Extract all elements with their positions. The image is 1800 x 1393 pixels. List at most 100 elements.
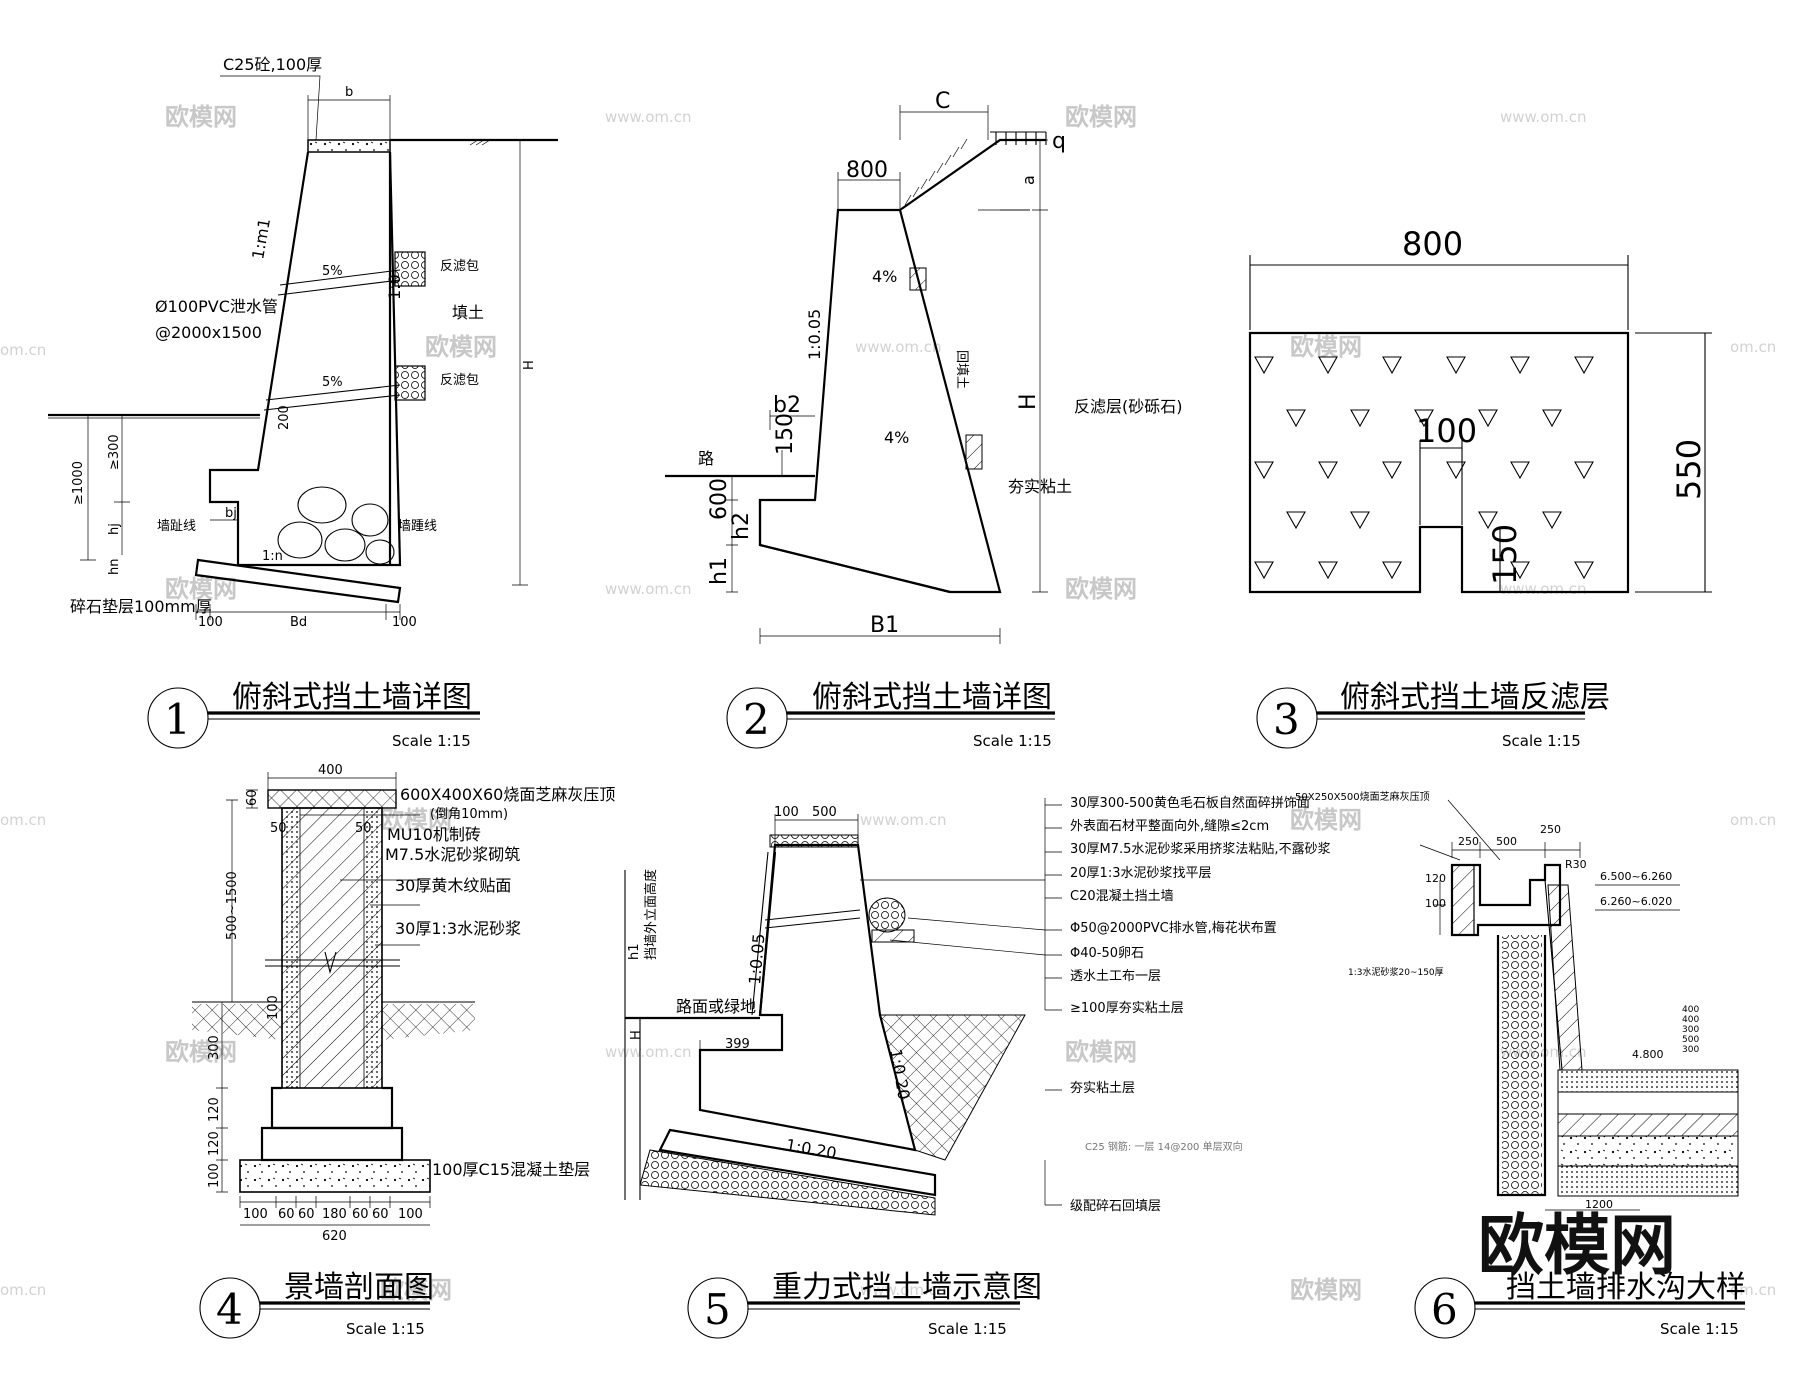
detail-3-filter-layer: 800 550 100 150 (1248, 225, 1712, 594)
detail-number-circle (1414, 1277, 1476, 1339)
triangle-mark (1574, 356, 1594, 375)
label-base: 100厚C15混凝土垫层 (432, 1160, 590, 1179)
label-pipe-spacing: @2000x1500 (155, 323, 262, 342)
label-width: 800 (1402, 225, 1463, 263)
detail-title: 俯斜式挡土墙详图 (232, 680, 472, 715)
label-r30: R30 (1565, 858, 1587, 871)
label-hn: hn (107, 559, 122, 575)
detail-title: 挡土墙排水沟大样 (1506, 1270, 1746, 1305)
title-block-4: 4 景墙剖面图 Scale 1:15 (199, 1270, 434, 1339)
dim-label: 100 (243, 1207, 268, 1222)
note: 20厚1:3水泥砂浆找平层 (1070, 866, 1211, 881)
label-total: 620 (322, 1229, 347, 1244)
layer-label: 300 (1682, 1045, 1699, 1055)
label-elev-2: 6.260~6.020 (1600, 895, 1672, 908)
layer-labels: 400 400 300 500 300 (1682, 1005, 1699, 1055)
label-backfill: 回填土 (954, 350, 969, 389)
detail-number: 4 (216, 1285, 243, 1334)
label-m2: 1:0 (385, 274, 404, 300)
detail-scale: Scale 1:15 (392, 732, 471, 750)
triangle-mark (1254, 461, 1274, 480)
label-b2: b2 (773, 393, 801, 418)
title-block-2: 2 俯斜式挡土墙详图 Scale 1:15 (726, 680, 1055, 750)
label-bj: bj (225, 506, 237, 521)
label-road: 路面或绿地 (676, 997, 756, 1016)
label-H: H (629, 1030, 644, 1040)
rubble-stones (277, 486, 395, 565)
note: ≥100厚夯实粘土层 (1070, 1001, 1184, 1016)
detail-number: 1 (164, 695, 191, 744)
label-120-b: 120 (207, 1131, 222, 1156)
note: 外表面石材平整面向外,缝隙≤2cm (1070, 818, 1269, 834)
note: Φ40-50卵石 (1070, 946, 1144, 961)
triangle-mark (1510, 461, 1530, 480)
label-clay: 夯实粘土 (1008, 477, 1072, 496)
watermark: 欧模网 (1290, 1276, 1362, 1304)
label-heel: 墙踵线 (398, 519, 437, 534)
detail-1-leaning-retaining-wall: C25砼,100厚 b 1:m1 1:0 5% 5% Ø100PVC泄水管 @2… (48, 55, 558, 630)
label-elev-1: 6.500~6.260 (1600, 870, 1672, 883)
triangle-mark (1542, 409, 1562, 428)
label-100: 100 (1416, 412, 1477, 450)
label-bedding: 碎石垫层100mm厚 (70, 597, 212, 616)
label-slope-020-base: 1:0.20 (784, 1135, 838, 1163)
label-h1: h1 (627, 943, 642, 960)
title-block-6: 6 挡土墙排水沟大样 Scale 1:15 (1414, 1270, 1746, 1339)
triangle-mark (1286, 511, 1306, 530)
label-150: 150 (1486, 524, 1524, 585)
label-wood: 30厚黄木纹贴面 (395, 876, 511, 895)
watermark: 欧模网 (380, 1276, 452, 1304)
triangle-mark (1542, 511, 1562, 530)
label-60: 60 (245, 789, 260, 806)
watermark: www.om.cn (855, 338, 942, 356)
note: Φ50@2000PVC排水管,梅花状布置 (1070, 920, 1277, 936)
detail-number: 6 (1431, 1285, 1458, 1334)
triangle-mark (1382, 561, 1402, 580)
label-d100-right: 100 (392, 615, 417, 630)
detail-number: 3 (1273, 695, 1300, 744)
detail-title: 俯斜式挡土墙反滤层 (1340, 680, 1610, 715)
label-m1: 1:m1 (248, 217, 274, 261)
detail-title: 景墙剖面图 (284, 1270, 434, 1305)
label-200: 200 (277, 405, 292, 430)
label-1200: 1200 (1585, 1198, 1613, 1211)
detail-scale: Scale 1:15 (1502, 732, 1581, 750)
label-mortar: M7.5水泥砂浆砌筑 (385, 845, 520, 864)
triangle-mark (1318, 561, 1338, 580)
layer-label: 400 (1682, 1015, 1699, 1025)
label-h2: h2 (729, 512, 754, 540)
detail-6-drain-ditch: 50X250X500烧面芝麻灰压顶 250 500 250 120 100 R3… (1295, 790, 1739, 1211)
detail-4-feature-wall-section: 400 600X400X60烧面芝麻灰压顶 (倒角10mm) MU10机制砖 M… (192, 763, 615, 1244)
label-b: b (345, 85, 353, 100)
label-toe: 墙趾线 (157, 519, 196, 534)
title-block-1: 1 俯斜式挡土墙详图 Scale 1:15 (147, 680, 480, 750)
coping (307, 139, 391, 153)
label-coping: C25砼,100厚 (223, 55, 322, 74)
layer-label: 500 (1682, 1035, 1699, 1045)
label-vertical: 挡墙外立面高度 (643, 869, 659, 960)
label-cap-chamfer: (倒角10mm) (430, 807, 508, 822)
label-500: 500 (812, 805, 837, 820)
label-600: 600 (707, 478, 732, 520)
label-slope-005: 1:0.05 (805, 309, 824, 360)
note: 级配碎石回填层 (1070, 1199, 1161, 1214)
watermark: 欧模网 (1065, 1038, 1137, 1066)
triangle-mark (1286, 409, 1306, 428)
triangle-mark (1478, 409, 1498, 428)
label-filter-2: 反滤包 (440, 373, 479, 388)
label-h300: ≥300 (107, 434, 122, 470)
detail-scale: Scale 1:15 (346, 1320, 425, 1338)
dim-label: 100 (398, 1207, 423, 1222)
label-slope-2: 5% (322, 375, 343, 390)
label-100-bottom: 100 (207, 1163, 222, 1188)
label-filter: 反滤层(砂砾石) (1074, 397, 1183, 416)
label-50-left: 50 (270, 821, 287, 836)
note: 夯实粘土层 (1070, 1081, 1135, 1096)
label-250-right: 250 (1540, 823, 1561, 836)
dim-label: 60 (372, 1207, 389, 1222)
label-400: 400 (318, 763, 343, 778)
triangle-mark (1446, 461, 1466, 480)
brand-logo: 欧模网 (1478, 1207, 1676, 1284)
watermark: 欧模网 (1290, 333, 1362, 361)
triangle-mark (1414, 409, 1434, 428)
